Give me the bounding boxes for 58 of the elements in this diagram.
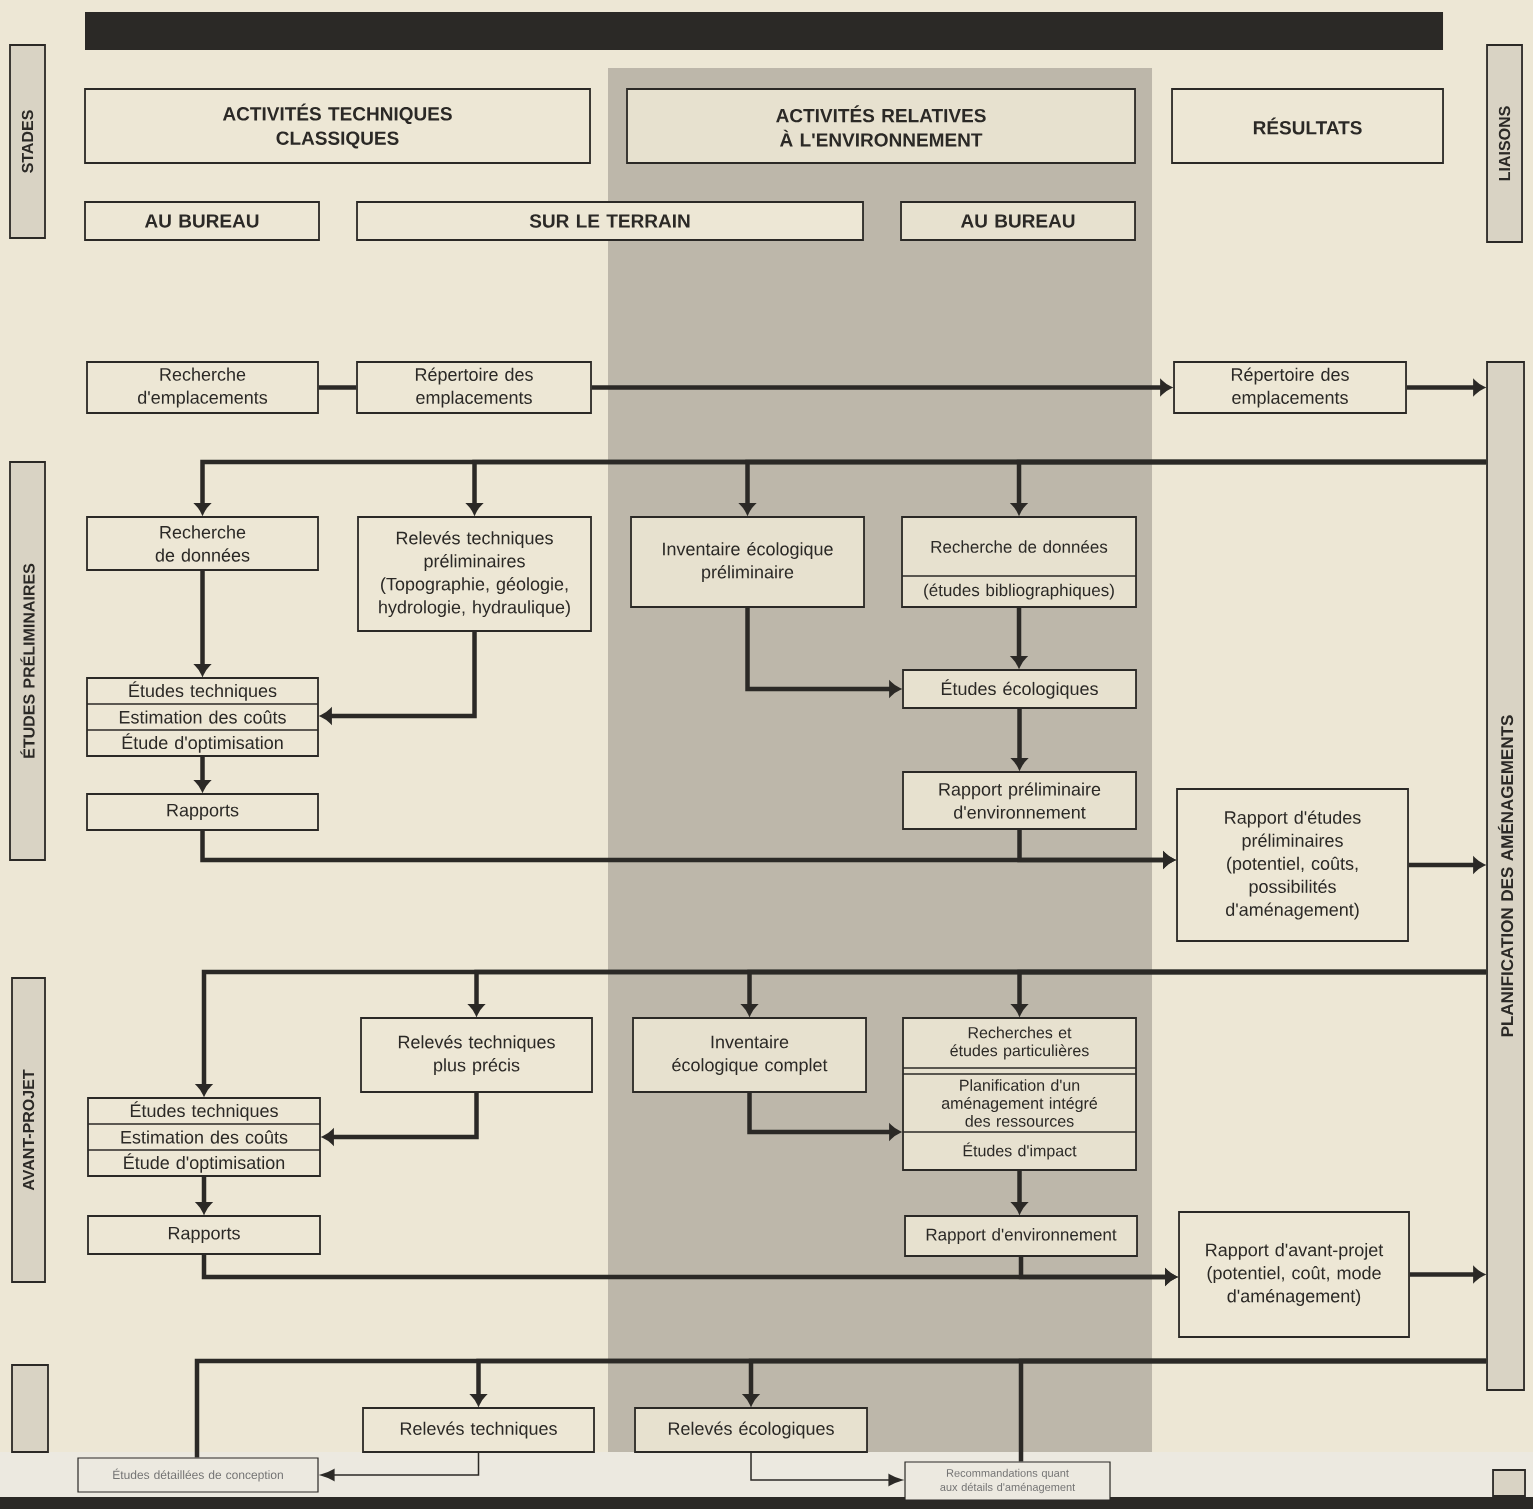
result-box: Rapport d'avant-projet (potentiel, coût, mode d'aménagement)	[1178, 1211, 1410, 1338]
process-box: Relevés écologiques	[634, 1407, 868, 1453]
process-box: Rapport d'environnement	[904, 1215, 1138, 1257]
process-box: Relevés techniques plus précis	[360, 1017, 593, 1093]
arrow	[1018, 1256, 1177, 1285]
column-header: ACTIVITÉS RELATIVES À L'ENVIRONNEMENT	[626, 88, 1136, 164]
result-box: Répertoire des emplacements	[1173, 361, 1407, 414]
process-box: Rapports	[86, 793, 319, 831]
arrow	[195, 756, 210, 792]
process-box: Recherche d'emplacements	[86, 361, 319, 414]
arrow	[1017, 829, 1175, 868]
process-box: Inventaire écologique complet	[632, 1017, 867, 1093]
connector-line	[1018, 1358, 1487, 1462]
arrow	[1012, 1170, 1027, 1214]
process-box: Recherche de données (études bibliographiques)	[901, 516, 1137, 608]
arrow	[1012, 969, 1487, 1016]
arrow	[320, 1452, 480, 1481]
result-box: Rapport d'études préliminaires (potentiel, coûts, possibilités d'aménagement)	[1176, 788, 1409, 942]
process-box: Recommandations quant aux détails d'aménagement	[904, 1461, 1111, 1501]
column-header: RÉSULTATS	[1171, 88, 1444, 164]
stage-label: LIAISONS	[1486, 44, 1523, 243]
process-box: Relevés techniques préliminaires (Topographie, géologie, hydrologie, hydraulique)	[357, 516, 592, 632]
arrow	[591, 380, 1172, 395]
stage-label: STADES	[9, 44, 46, 239]
process-box: Rapports	[87, 1215, 321, 1255]
process-box: Relevés techniques	[362, 1407, 595, 1453]
process-box: Études techniques Estimation des coûts Étude d'optimisation	[86, 677, 319, 757]
arrow	[745, 607, 901, 697]
process-box: Recherches et études particulières Planification d'un aménagement intégré des ressources Études d'impact	[902, 1017, 1137, 1171]
arrow	[1408, 857, 1485, 873]
arrow	[1011, 607, 1027, 668]
column-header: AU BUREAU	[84, 201, 320, 241]
arrow	[1011, 459, 1487, 515]
process-box: Études détaillées de conception	[77, 1457, 319, 1493]
arrow	[1406, 380, 1485, 395]
process-box: Rapport préliminaire d'environnement	[902, 771, 1137, 830]
arrow	[750, 1452, 903, 1486]
arrow	[196, 1176, 212, 1214]
label-box	[11, 1364, 49, 1453]
arrow	[195, 570, 210, 676]
process-box: Études écologiques	[902, 669, 1137, 709]
stage-label: ÉTUDES PRÉLIMINAIRES	[9, 461, 46, 861]
column-header: AU BUREAU	[900, 201, 1136, 241]
process-box: Répertoire des emplacements	[356, 361, 592, 414]
column-header: ACTIVITÉS TECHNIQUES CLASSIQUES	[84, 88, 591, 164]
arrow	[747, 1092, 901, 1140]
connector-line	[318, 385, 357, 390]
arrow	[322, 1092, 479, 1145]
stage-label: AVANT-PROJET	[11, 977, 46, 1283]
label-box	[1492, 1469, 1526, 1497]
arrow	[1409, 1267, 1485, 1282]
process-box: Recherche de données	[86, 516, 319, 571]
process-box: Inventaire écologique préliminaire	[630, 516, 865, 608]
arrow	[320, 631, 477, 724]
column-header: SUR LE TERRAIN	[356, 201, 864, 241]
arrow	[1012, 708, 1027, 770]
planning-band: PLANIFICATION DES AMÉNAGEMENTS	[1486, 361, 1525, 1391]
process-box: Études techniques Estimation des coûts Étude d'optimisation	[87, 1097, 321, 1177]
